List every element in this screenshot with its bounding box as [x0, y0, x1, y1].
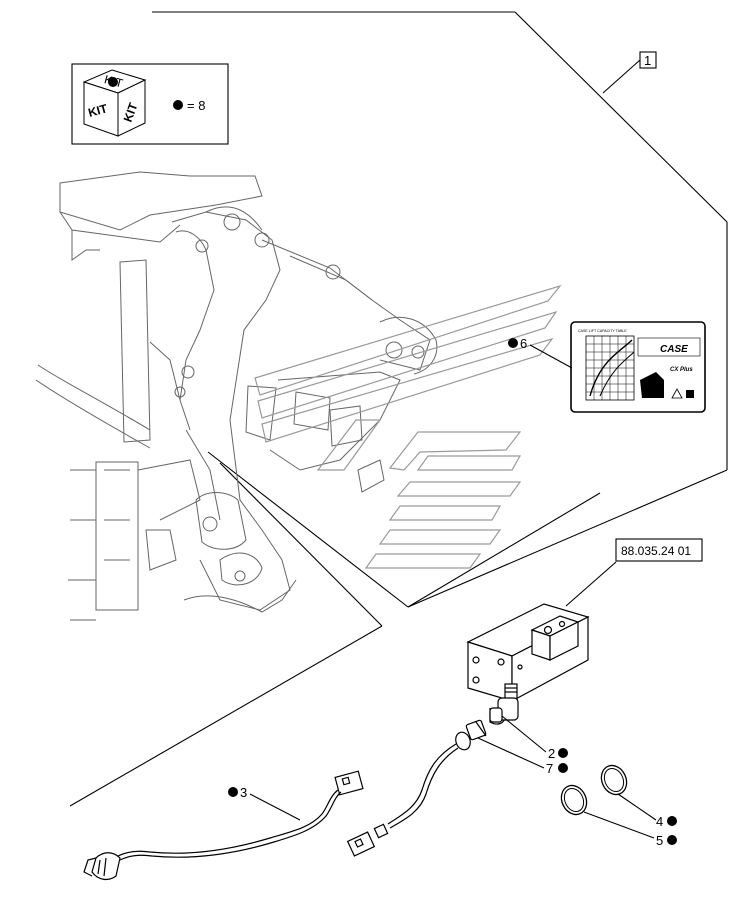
reference-88-035-24-01[interactable]: 88.035.24 01 — [565, 538, 703, 607]
warning-icon — [671, 388, 683, 399]
callout-item-6[interactable]: 6 — [508, 336, 573, 369]
callout-item-7[interactable]: 7 — [477, 737, 568, 776]
callout-item-3[interactable]: 3 — [228, 785, 301, 821]
svg-text:KIT: KIT — [103, 72, 125, 91]
callout-item-2[interactable]: 2 — [501, 715, 568, 761]
o-ring-4 — [600, 764, 628, 796]
decal-lift-label: CX Plus — [670, 367, 693, 373]
reference-code-label: 88.035.24 01 — [621, 544, 691, 558]
callout-item-1-label: 1 — [644, 53, 651, 68]
callout-item-7-label: 7 — [546, 761, 553, 776]
callout-item-2-label: 2 — [548, 746, 555, 761]
machine-illustration — [35, 171, 438, 621]
callout-item-5-label: 5 — [656, 833, 663, 848]
decal-brand: CASE — [660, 344, 688, 355]
wiring-harness — [83, 770, 364, 881]
decal-loader-icon — [640, 372, 664, 398]
callout-item-6-label: 6 — [520, 336, 527, 351]
switch-harness — [346, 743, 459, 857]
valve-block — [466, 603, 590, 703]
lift-capacity-decal[interactable]: CASE LIFT CAPACITY TABLE CASE CX Plus — [570, 321, 706, 413]
kit-legend: KIT KIT KIT = 8 — [71, 63, 229, 145]
kit-box-icon: KIT KIT KIT — [82, 69, 147, 137]
callout-item-4[interactable]: 4 — [617, 793, 677, 829]
kit-quantity: = 8 — [187, 98, 205, 113]
o-ring-5 — [560, 784, 588, 816]
diagram-frame — [69, 11, 728, 807]
elbow-fitting — [489, 683, 519, 725]
svg-text:KIT: KIT — [121, 100, 141, 124]
svg-text:KIT: KIT — [87, 101, 110, 120]
kit-bullet-icon — [173, 100, 183, 110]
pressure-switch — [455, 719, 487, 751]
case-watermark — [254, 284, 562, 569]
callout-item-1[interactable]: 1 — [602, 51, 657, 94]
callout-item-4-label: 4 — [656, 814, 663, 829]
callout-item-5[interactable]: 5 — [583, 811, 677, 848]
callout-item-3-label: 3 — [240, 785, 247, 800]
decal-title: CASE LIFT CAPACITY TABLE — [578, 329, 627, 333]
